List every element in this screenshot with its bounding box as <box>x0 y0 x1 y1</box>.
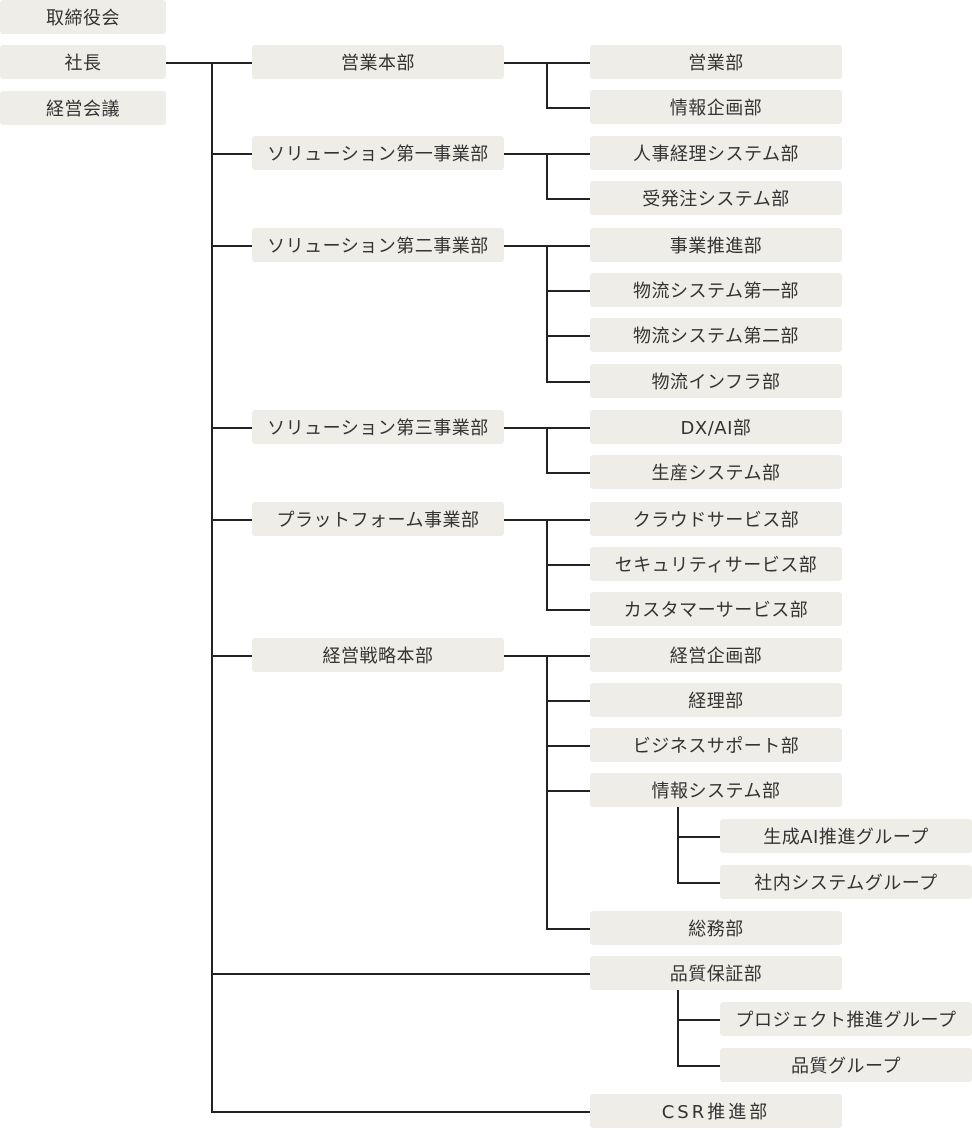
department-box: DX/AI部 <box>590 410 842 444</box>
branch-line <box>546 198 590 200</box>
president-label: 社長 <box>64 53 102 74</box>
branch-vertical-line <box>546 245 548 382</box>
president-connector <box>166 62 252 64</box>
department-label: 総務部 <box>688 919 744 940</box>
group-label: 品質グループ <box>791 1056 901 1077</box>
division-label: 経営戦略本部 <box>322 646 434 667</box>
management-meeting-box: 経営会議 <box>0 91 166 125</box>
group-box: 社内システムグループ <box>720 865 972 899</box>
division-solution-1: ソリューション第一事業部 <box>252 136 504 170</box>
division-label: プラットフォーム事業部 <box>276 510 480 531</box>
department-label: 物流システム第一部 <box>633 281 799 302</box>
president-trunk-line <box>211 62 213 1112</box>
group-label: プロジェクト推進グループ <box>735 1010 957 1031</box>
department-label: 事業推進部 <box>669 236 763 257</box>
connector-solution-2 <box>211 245 252 247</box>
department-label: 経営企画部 <box>669 646 763 667</box>
department-box: カスタマーサービス部 <box>590 592 842 626</box>
branch-line <box>546 564 590 566</box>
branch-line <box>546 472 590 474</box>
branch-line <box>546 381 590 383</box>
division-solution-3: ソリューション第三事業部 <box>252 410 504 444</box>
president-box: 社長 <box>0 45 166 79</box>
department-box: 情報企画部 <box>590 90 842 124</box>
department-label: 経理部 <box>688 691 744 712</box>
branch-line <box>546 609 590 611</box>
group-vertical-line <box>677 807 679 883</box>
division-strategy-hq: 経営戦略本部 <box>252 638 504 672</box>
department-box: クラウドサービス部 <box>590 502 842 536</box>
department-box: セキュリティサービス部 <box>590 547 842 581</box>
department-box: 営業部 <box>590 45 842 79</box>
branch-line <box>546 745 590 747</box>
management-meeting-label: 経営会議 <box>46 99 120 120</box>
group-label: 生成AI推進グループ <box>763 827 929 848</box>
department-box: 物流インフラ部 <box>590 364 842 398</box>
branch-vertical-line <box>546 62 548 108</box>
connector-strategy-hq <box>211 655 252 657</box>
department-box: 物流システム第一部 <box>590 273 842 307</box>
group-line <box>677 882 720 884</box>
department-label: DX/AI部 <box>680 418 752 439</box>
division-label: ソリューション第三事業部 <box>267 418 489 439</box>
group-box: 品質グループ <box>720 1048 972 1082</box>
group-box: プロジェクト推進グループ <box>720 1002 972 1036</box>
department-label: 情報システム部 <box>651 781 781 802</box>
department-label: 人事経理システム部 <box>633 144 799 165</box>
department-label: 物流システム第二部 <box>633 326 799 347</box>
department-box: 経営企画部 <box>590 638 842 672</box>
division-label: 営業本部 <box>341 53 415 74</box>
connector-quality-assurance <box>211 973 590 975</box>
department-box: 総務部 <box>590 911 842 945</box>
department-label: 生産システム部 <box>651 463 781 484</box>
department-label: 受発注システム部 <box>642 189 790 210</box>
department-label: 品質保証部 <box>669 964 763 985</box>
department-label: CSR推進部 <box>661 1102 771 1123</box>
department-box: CSR推進部 <box>590 1094 842 1128</box>
department-label: セキュリティサービス部 <box>614 555 818 576</box>
division-platform: プラットフォーム事業部 <box>252 502 504 536</box>
division-label: ソリューション第二事業部 <box>267 236 489 257</box>
group-line <box>677 836 720 838</box>
group-label: 社内システムグループ <box>754 873 938 894</box>
branch-vertical-line <box>546 153 548 199</box>
department-label: 営業部 <box>688 53 744 74</box>
group-vertical-line <box>677 990 679 1066</box>
connector-solution-3 <box>211 427 252 429</box>
department-box: 品質保証部 <box>590 956 842 990</box>
department-box: 事業推進部 <box>590 228 842 262</box>
branch-line <box>546 335 590 337</box>
branch-line <box>546 928 590 930</box>
department-box: ビジネスサポート部 <box>590 728 842 762</box>
connector-csr <box>211 1111 590 1113</box>
branch-line <box>546 107 590 109</box>
group-line <box>677 1065 720 1067</box>
branch-vertical-line <box>546 427 548 473</box>
branch-line <box>546 790 590 792</box>
division-sales-hq: 営業本部 <box>252 45 504 79</box>
branch-line <box>546 290 590 292</box>
board-of-directors-box: 取締役会 <box>0 0 166 34</box>
branch-line <box>546 700 590 702</box>
department-box: 受発注システム部 <box>590 181 842 215</box>
department-box: 人事経理システム部 <box>590 136 842 170</box>
department-box: 経理部 <box>590 683 842 717</box>
division-label: ソリューション第一事業部 <box>267 144 489 165</box>
connector-solution-1 <box>211 153 252 155</box>
group-line <box>677 1019 720 1021</box>
department-box: 情報システム部 <box>590 773 842 807</box>
department-label: クラウドサービス部 <box>632 510 800 531</box>
department-label: ビジネスサポート部 <box>632 736 800 757</box>
board-label: 取締役会 <box>46 8 120 29</box>
branch-vertical-line <box>546 655 548 929</box>
division-solution-2: ソリューション第二事業部 <box>252 228 504 262</box>
connector-platform <box>211 519 252 521</box>
department-box: 物流システム第二部 <box>590 318 842 352</box>
department-label: 情報企画部 <box>669 98 763 119</box>
department-box: 生産システム部 <box>590 455 842 489</box>
department-label: カスタマーサービス部 <box>623 600 809 621</box>
department-label: 物流インフラ部 <box>651 372 781 393</box>
group-box: 生成AI推進グループ <box>720 819 972 853</box>
